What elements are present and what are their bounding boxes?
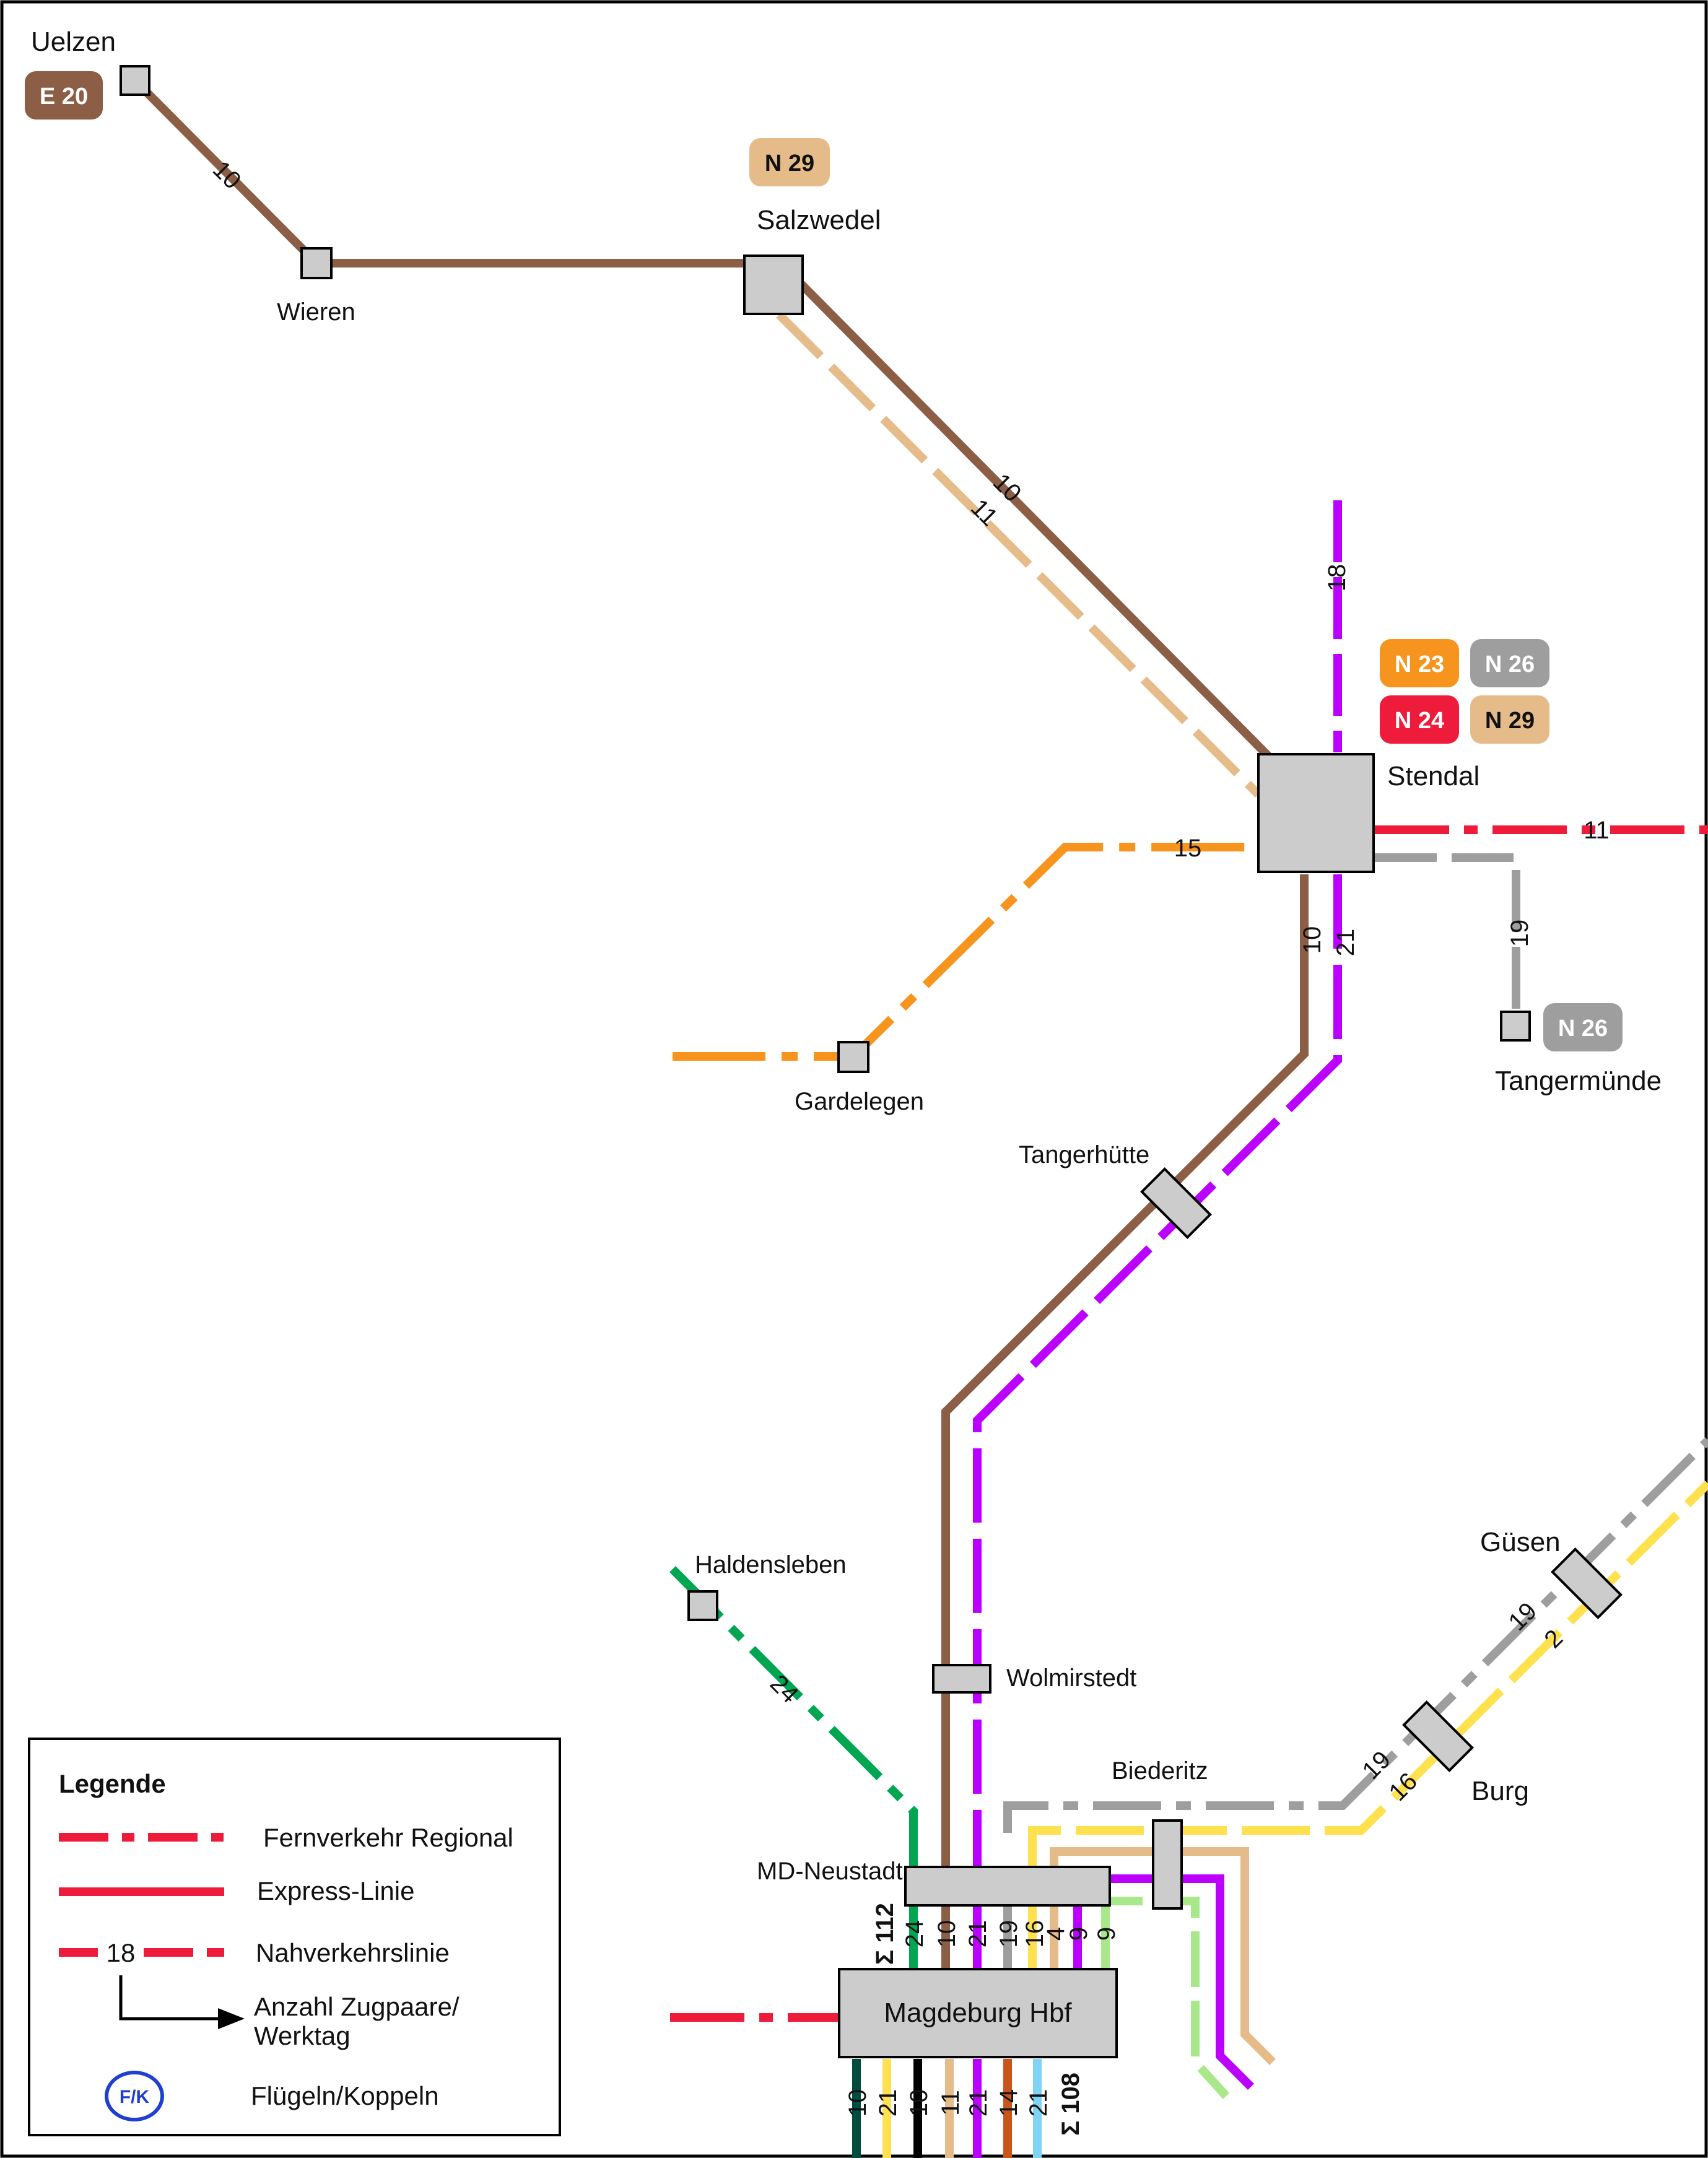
badge-e20: E 20 [40, 84, 88, 110]
legend-arrow [119, 1975, 223, 2021]
badge-n26-tangermuende-box [1543, 1003, 1623, 1051]
badge-n29-salzwedel-box [749, 138, 830, 186]
station-biederitz-marker[interactable] [1152, 1819, 1183, 1910]
station-label-tangermuende: Tangermünde [1495, 1066, 1662, 1096]
neustadt-count-8: 9 [1093, 1927, 1120, 1941]
south-count-3: 10 [905, 2089, 933, 2117]
station-label-gardelegen: Gardelegen [795, 1088, 924, 1115]
station-label-uelzen: Uelzen [31, 27, 116, 57]
station-wieren-marker[interactable] [300, 247, 333, 279]
count-stendal-south-brown: 10 [1299, 926, 1326, 954]
legend-box [28, 1738, 561, 2136]
south-count-7: 21 [1025, 2089, 1052, 2117]
badge-n26-tangermuende: N 26 [1558, 1016, 1608, 1042]
south-sum: Σ 108 [1057, 2073, 1084, 2136]
line-yellow-burg [1028, 1481, 1708, 1870]
station-label-haldensleben: Haldensleben [695, 1551, 847, 1578]
badge-n24-box [1380, 695, 1459, 744]
line-grey-burg [1003, 1437, 1708, 1833]
legend-arrowhead-icon [218, 2008, 245, 2029]
badge-n29-stendal-box [1470, 695, 1549, 744]
badge-n29-stendal: N 29 [1485, 708, 1535, 734]
badge-n23-box [1380, 639, 1459, 687]
legend-anzahl-2: Werktag [254, 2021, 351, 2050]
station-wolmirstedt-marker[interactable] [932, 1664, 991, 1694]
station-label-magdeburg-hbf: Magdeburg Hbf [884, 1998, 1072, 2028]
line-tan-southeast [1050, 1847, 1276, 2065]
legend-nahverkehr-label: Nahverkehrslinie [256, 1938, 450, 1967]
south-count-4: 11 [937, 2090, 964, 2116]
station-haldensleben-marker[interactable] [687, 1590, 718, 1621]
line-green-haldensleben [669, 1566, 918, 1870]
station-label-md-neustadt: MD-Neustadt [757, 1858, 903, 1885]
line-grey-stendal-tangermuende [1375, 853, 1520, 1011]
count-stendal-east-red: 11 [1584, 817, 1610, 844]
station-stendal-marker[interactable] [1257, 753, 1375, 873]
badge-n23: N 23 [1395, 651, 1444, 677]
station-tangermuende-marker[interactable] [1500, 1011, 1531, 1042]
neustadt-count-5: 16 [1021, 1920, 1048, 1948]
count-gardelegen-orange: 15 [1174, 835, 1202, 862]
line-orange-gardelegen [673, 843, 1257, 1061]
count-guesen-grey: 19 [1504, 1598, 1543, 1637]
station-gardelegen-marker[interactable] [837, 1041, 869, 1073]
legend-fk-label: Flügeln/Koppeln [251, 2081, 439, 2110]
station-label-burg: Burg [1471, 1776, 1529, 1806]
badge-n24: N 24 [1395, 708, 1444, 734]
station-md-neustadt-marker[interactable] [904, 1866, 1111, 1907]
station-label-biederitz: Biederitz [1112, 1757, 1208, 1785]
legend-fk-icon [105, 2071, 164, 2121]
station-burg-marker[interactable] [1402, 1700, 1474, 1772]
station-guesen-marker[interactable] [1551, 1547, 1623, 1619]
station-label-wolmirstedt: Wolmirstedt [1006, 1664, 1136, 1692]
south-count-2: 21 [874, 2089, 902, 2117]
legend-express-label: Express-Linie [257, 1876, 414, 1905]
badge-e20-box [25, 71, 103, 120]
count-burg-grey: 19 [1357, 1746, 1396, 1785]
badge-n29-salzwedel: N 29 [765, 150, 814, 176]
legend-sample-count: 18 [107, 1938, 136, 1967]
neustadt-count-1: 24 [901, 1920, 928, 1948]
south-count-6: 14 [995, 2089, 1022, 2117]
station-label-wieren: Wieren [277, 298, 355, 326]
neustadt-sum: Σ 112 [871, 1903, 899, 1965]
neustadt-count-4: 19 [995, 1920, 1022, 1948]
station-label-salzwedel: Salzwedel [757, 205, 881, 235]
line-brown-stendal-magdeburg [941, 874, 1309, 1870]
count-haldensleben-green: 24 [765, 1670, 804, 1709]
station-salzwedel-marker[interactable] [743, 255, 804, 315]
line-lightgreen-southeast [1101, 1882, 1230, 2099]
neustadt-count-6: 4 [1042, 1927, 1070, 1941]
station-tangerhuette-marker[interactable] [1140, 1167, 1212, 1239]
line-purple-stendal-magdeburg [973, 874, 1342, 1870]
count-tangermuende-grey: 19 [1506, 920, 1533, 947]
line-brown-salzwedel-stendal [796, 279, 1274, 762]
neustadt-count-7: 9 [1065, 1927, 1092, 1941]
legend-anzahl-1: Anzahl Zugpaare/ [254, 1992, 460, 2021]
station-label-guesen: Güsen [1480, 1527, 1561, 1557]
legend-title: Legende [59, 1769, 166, 1798]
count-stendal-north-purple: 18 [1323, 564, 1351, 592]
legend-fernverkehr-label: Fernverkehr Regional [263, 1823, 513, 1852]
neustadt-count-2: 10 [933, 1920, 961, 1948]
line-tan-salzwedel-stendal [776, 311, 1261, 798]
legend-fk-badge: F/K [120, 2087, 150, 2107]
south-count-5: 21 [965, 2089, 992, 2117]
neustadt-count-3: 21 [964, 1920, 991, 1948]
count-stendal-south-purple: 21 [1332, 929, 1359, 957]
station-label-stendal: Stendal [1387, 761, 1479, 791]
station-label-tangerhuette: Tangerhütte [1019, 1141, 1149, 1168]
badge-n26-stendal: N 26 [1485, 651, 1535, 677]
station-magdeburg-hbf-marker[interactable] [838, 1968, 1118, 2058]
count-salzwedel-stendal-tan: 11 [965, 494, 1003, 531]
station-uelzen-marker[interactable] [120, 65, 150, 96]
badge-n26-stendal-box [1470, 639, 1549, 687]
legend: Legende Fernverkehr Regional Express-Lin… [28, 1738, 561, 2136]
south-count-1: 10 [844, 2089, 871, 2117]
